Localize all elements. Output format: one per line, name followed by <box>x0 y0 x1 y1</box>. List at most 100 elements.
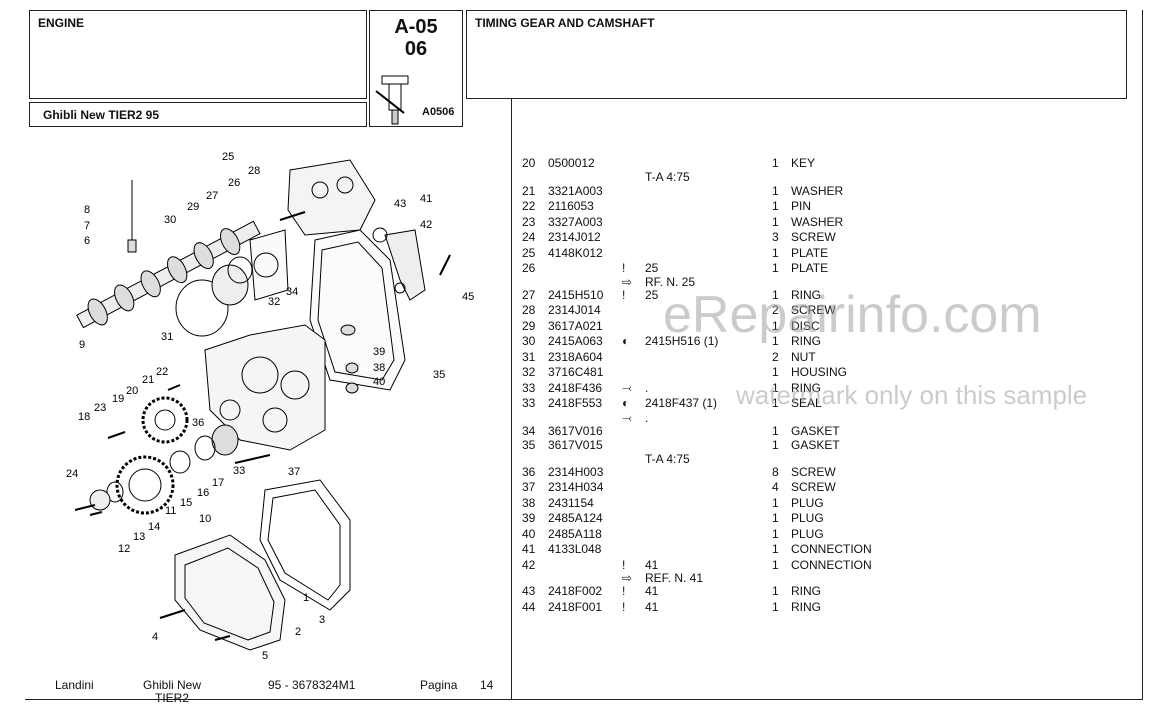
callout-number: 20 <box>126 385 138 397</box>
part-note: RF. N. 25 <box>645 275 696 289</box>
part-code: 3617V016 <box>548 424 603 438</box>
part-qty: 1 <box>772 424 779 438</box>
camshaft <box>76 220 261 329</box>
part-code: 2314H034 <box>548 480 604 494</box>
callout-number: 27 <box>206 190 218 202</box>
part-desc: SCREW <box>791 480 836 494</box>
callout-number: 31 <box>161 331 173 343</box>
part-qty: 2 <box>772 350 779 364</box>
part-qty: 1 <box>772 184 779 198</box>
part-qty: 1 <box>772 156 779 170</box>
part-note: . <box>645 381 649 395</box>
part-pos: 34 <box>522 424 536 438</box>
watermark-sub: watermark only on this sample <box>736 380 1088 410</box>
part-qty: 1 <box>772 246 779 260</box>
callout-number: 33 <box>233 465 245 477</box>
callout-number: 3 <box>319 614 325 626</box>
part-code: 2314H003 <box>548 465 604 479</box>
callout-number: 19 <box>112 393 124 405</box>
part-pos: 32 <box>522 365 536 379</box>
part-pos: 22 <box>522 199 536 213</box>
part-desc: DISC <box>791 319 820 333</box>
part-code: 0500012 <box>548 156 595 170</box>
part-code: 2418F001 <box>548 600 603 614</box>
part-desc: PLATE <box>791 246 829 260</box>
part-pos: 43 <box>522 584 536 598</box>
part-desc: SCREW <box>791 303 836 317</box>
part-note: 25 <box>645 261 659 275</box>
part-mark: ⤙ <box>622 381 632 395</box>
part-code: 2314J012 <box>548 230 601 244</box>
part-code: 3617V015 <box>548 438 603 452</box>
part-pos: 26 <box>522 261 536 275</box>
part-qty: 8 <box>772 465 779 479</box>
part-pos: 21 <box>522 184 536 198</box>
section-title: ENGINE <box>38 16 85 30</box>
part-code: 3321A003 <box>548 184 603 198</box>
part-desc: PLUG <box>791 511 824 525</box>
part-code: 2418F002 <box>548 584 603 598</box>
page-code-sub: 06 <box>404 38 428 60</box>
callout-number: 37 <box>288 466 300 478</box>
part-qty: 1 <box>772 558 779 572</box>
callout-number: 45 <box>462 291 474 303</box>
callout-number: 30 <box>164 214 176 226</box>
part-qty: 1 <box>772 527 779 541</box>
part-code: 2418F553 <box>548 396 603 410</box>
part-qty: 1 <box>772 381 779 395</box>
part-qty: 1 <box>772 396 779 410</box>
part-pos: 20 <box>522 156 536 170</box>
part-desc: NUT <box>791 350 816 364</box>
part-pos: 44 <box>522 600 536 614</box>
callout-number: 10 <box>199 513 211 525</box>
part-qty: 1 <box>772 438 779 452</box>
part-mark: ! <box>622 261 626 275</box>
callout-number: 5 <box>262 650 268 662</box>
part-pos: 29 <box>522 319 536 333</box>
callout-number: 12 <box>118 543 130 555</box>
section-box: ENGINE <box>29 10 367 99</box>
callout-number: 16 <box>197 487 209 499</box>
title-box: TIMING GEAR AND CAMSHAFT <box>466 10 1127 99</box>
frame-right <box>1142 10 1143 700</box>
callout-number: 38 <box>373 362 385 374</box>
callout-number: 13 <box>133 531 145 543</box>
part-qty: 1 <box>772 334 779 348</box>
part-pos: 39 <box>522 511 536 525</box>
callout-number: 9 <box>79 339 85 351</box>
part-mark: ⇨ <box>622 571 633 585</box>
part-code: 2116053 <box>548 199 594 213</box>
part-mark: ◐ <box>622 396 630 410</box>
part-code: 3617A021 <box>548 319 603 333</box>
part-pos: 38 <box>522 496 536 510</box>
part-note: 2415H516 (1) <box>645 334 719 348</box>
callout-number: 15 <box>180 497 192 509</box>
callout-number: 17 <box>212 477 224 489</box>
callout-number: 2 <box>295 626 301 638</box>
part-mark: ! <box>622 558 626 572</box>
part-desc: PLATE <box>791 261 829 275</box>
part-code: 2485A124 <box>548 511 603 525</box>
callout-number: 32 <box>268 296 280 308</box>
callout-number: 36 <box>192 417 204 429</box>
part-qty: 1 <box>772 319 779 333</box>
part-pos: 25 <box>522 246 536 260</box>
part-note: 25 <box>645 288 659 302</box>
part-qty: 4 <box>772 480 779 494</box>
part-code: 2415H510 <box>548 288 604 302</box>
part-note: 41 <box>645 584 659 598</box>
callout-number: 8 <box>84 204 90 216</box>
part-mark: ⇨ <box>622 275 633 289</box>
part-mark: ! <box>622 600 626 614</box>
part-code: 2415A063 <box>548 334 603 348</box>
part-pos: 31 <box>522 350 536 364</box>
footer-code: 95 - 3678324M1 <box>268 678 356 692</box>
part-qty: 1 <box>772 542 779 556</box>
callout-number: 41 <box>420 193 432 205</box>
camshaft-thumbnail-icon <box>375 75 409 125</box>
callout-number: 25 <box>222 151 234 163</box>
part-desc: RING <box>791 584 821 598</box>
part-mark: ⤙ <box>622 411 632 425</box>
part-pos: 24 <box>522 230 536 244</box>
page-title: TIMING GEAR AND CAMSHAFT <box>475 16 655 30</box>
